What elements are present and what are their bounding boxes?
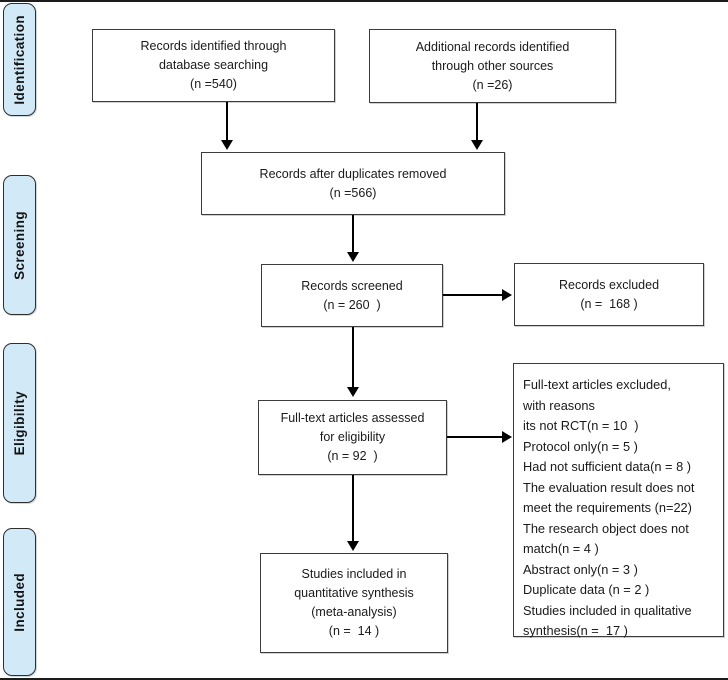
box-records-database-text: Records identified through database sear… [140,39,287,91]
box-included-quantitative-text: Studies included in quantitative synthes… [294,567,414,638]
box-fulltext-assessed-text: Full-text articles assessed for eligibil… [280,411,425,463]
box-records-database: Records identified through database sear… [92,29,335,102]
arrow-head-down-icon [221,140,233,150]
box-fulltext-assessed: Full-text articles assessed for eligibil… [258,400,447,475]
box-included-quantitative: Studies included in quantitative synthes… [260,553,448,653]
stage-identification: Identification [3,3,36,116]
box-after-duplicates-text: Records after duplicates removed (n =566… [259,166,447,200]
stage-screening-label: Screening [12,210,27,280]
arrow-head-down-icon [471,140,483,150]
arrow-stem [352,327,354,388]
box-after-duplicates: Records after duplicates removed (n =566… [201,152,505,215]
box-records-screened: Records screened (n = 260 ) [261,264,443,327]
arrow-head-down-icon [347,252,359,262]
arrow-stem [226,102,228,141]
arrow-stem [443,294,503,296]
stage-identification-label: Identification [12,14,27,105]
box-exclusion-reasons: Full-text articles excluded, with reason… [513,363,724,638]
figure-bottom-border [0,678,728,680]
stage-included: Included [3,528,36,676]
stage-included-label: Included [12,572,27,632]
box-records-excluded-text: Records excluded (n = 168 ) [558,277,660,311]
arrow-head-down-icon [347,387,359,397]
stage-screening: Screening [3,175,36,315]
arrow-stem [447,436,503,438]
box-exclusion-reasons-text: Full-text articles excluded, with reason… [523,377,695,638]
box-records-screened-text: Records screened (n = 260 ) [301,278,403,312]
arrow-stem [476,103,478,141]
arrow-head-right-icon [502,289,512,301]
arrow-stem [352,475,354,542]
stage-eligibility-label: Eligibility [12,390,27,456]
figure-top-border [0,0,728,2]
box-records-other-sources-text: Additional records identified through ot… [415,39,570,92]
arrow-head-right-icon [502,431,512,443]
stage-eligibility: Eligibility [3,343,36,503]
arrow-stem [352,215,354,253]
box-records-other-sources: Additional records identified through ot… [369,29,616,103]
box-records-excluded: Records excluded (n = 168 ) [514,263,704,326]
arrow-head-down-icon [347,541,359,551]
